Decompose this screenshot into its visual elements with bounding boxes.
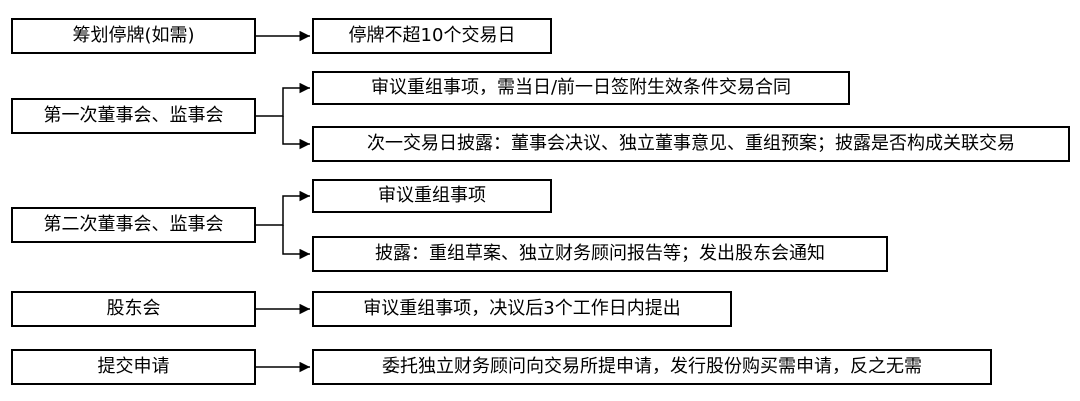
step-box-4: 股东会 xyxy=(11,291,256,327)
arrow-step3-bottom xyxy=(282,225,310,260)
result-box-3-1: 审议重组事项 xyxy=(312,179,552,213)
result-box-3-2: 披露：重组草案、独立财务顾问报告等；发出股东会通知 xyxy=(312,236,888,272)
step-box-2: 第一次董事会、监事会 xyxy=(11,98,256,134)
result-box-1-1: 停牌不超10个交易日 xyxy=(312,18,552,54)
arrow-step2-bottom xyxy=(282,116,310,150)
step-box-1: 筹划停牌(如需) xyxy=(11,18,256,54)
result-box-2-1: 审议重组事项，需当日/前一日签附生效条件交易合同 xyxy=(312,71,850,105)
arrow-step2-top xyxy=(256,82,310,117)
arrow-step3-top xyxy=(256,190,310,226)
result-box-2-2: 次一交易日披露：董事会决议、独立董事意见、重组预案；披露是否构成关联交易 xyxy=(312,126,1070,162)
step-box-5: 提交申请 xyxy=(11,349,256,385)
result-box-4-1: 审议重组事项，决议后3个工作日内提出 xyxy=(312,291,732,327)
step-box-3: 第二次董事会、监事会 xyxy=(11,207,256,243)
result-box-5-1: 委托独立财务顾问向交易所提申请，发行股份购买需申请，反之无需 xyxy=(312,349,992,385)
